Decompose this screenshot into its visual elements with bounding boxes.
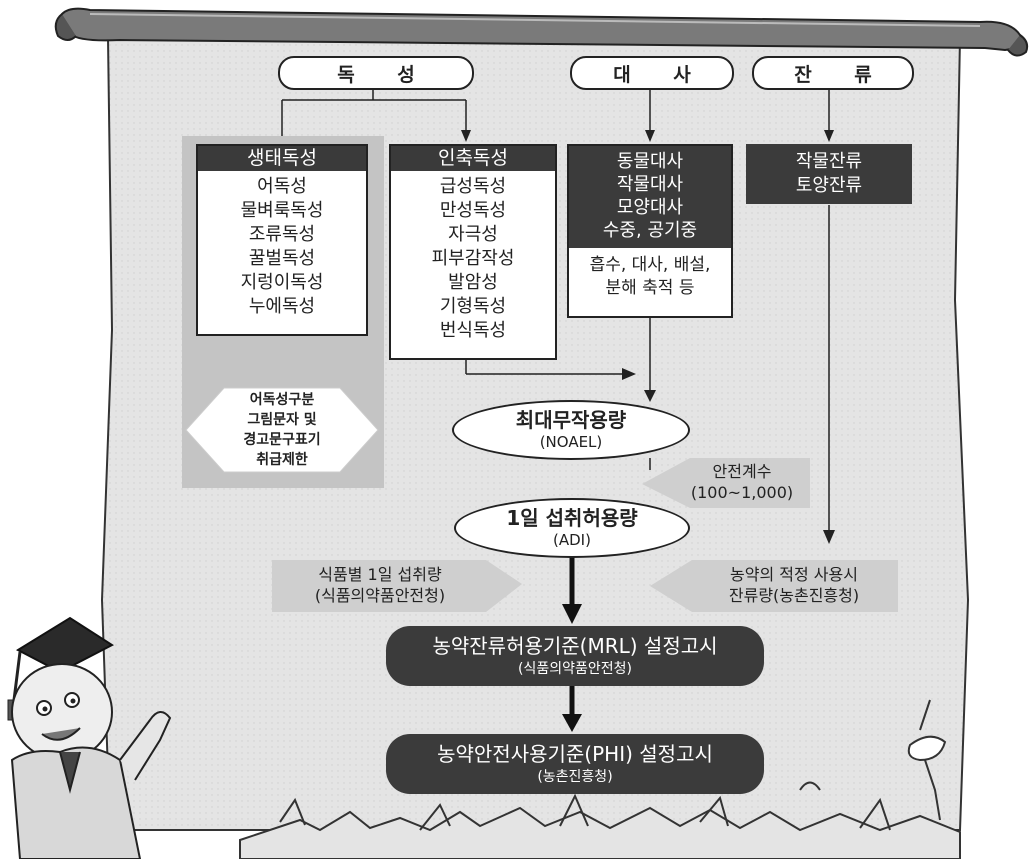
noael-title: 최대무작용량 [515, 408, 627, 432]
proper-use-source: 잔류량(농촌진흥청) [728, 586, 860, 605]
list-item: 모양대사 [616, 197, 684, 218]
proper-use-label: 농약의 적정 사용시 [730, 565, 858, 584]
list-item: 분해 축적 등 [605, 278, 695, 298]
outcome-hexagon [185, 387, 379, 473]
mrl-title: 농약잔류허용기준(MRL) 설정고시 [432, 634, 718, 658]
arrowheads [461, 130, 835, 544]
adi-title: 1일 섭취허용량 [506, 506, 638, 530]
outcome-line: 경고문구표기 [243, 432, 321, 448]
eco-toxicity-list: 어독성 물벼룩독성 조류독성 꿀벌독성 지렁이독성 누에독성 [198, 171, 366, 323]
list-item: 작물대사 [616, 174, 684, 195]
metabolism-process-list: 흡수, 대사, 배설, 분해 축적 등 [569, 248, 731, 306]
proper-use-text: 농약의 적정 사용시 잔류량(농촌진흥청) [696, 564, 892, 606]
safety-factor-range: (100~1,000) [690, 483, 794, 502]
list-item: 자극성 [448, 224, 498, 245]
outcome-line: 그림문자 및 [247, 412, 317, 428]
noael-sub: (NOAEL) [539, 433, 603, 451]
noael-ellipse: 최대무작용량 (NOAEL) [452, 400, 690, 460]
toxicity-header: 독 성 [278, 56, 474, 90]
list-item: 물벼룩독성 [240, 200, 324, 221]
proper-use-arrow [650, 560, 898, 612]
list-item: 번식독성 [439, 320, 507, 341]
eco-outcome-text: 어독성구분 그림문자 및 경고문구표기 취급제한 [206, 390, 358, 470]
eco-toxicity-title: 생태독성 [198, 146, 366, 171]
safety-factor-arrow [642, 458, 810, 508]
safety-factor-text: 안전계수 (100~1,000) [680, 461, 804, 503]
metabolism-dark-list: 동물대사 작물대사 모양대사 수중, 공기중 [569, 146, 731, 248]
list-item: 어독성 [257, 176, 307, 197]
list-item: 피부감작성 [431, 248, 515, 269]
list-item: 토양잔류 [795, 175, 863, 196]
list-item: 지렁이독성 [240, 272, 324, 293]
list-item: 작물잔류 [795, 151, 863, 172]
mrl-sub: (식품의약품안전청) [518, 661, 632, 677]
intake-source: (식품의약품안전청) [314, 586, 446, 605]
intake-text: 식품별 1일 섭취량 (식품의약품안전청) [282, 564, 478, 606]
human-toxicity-box: 인축독성 급성독성 만성독성 자극성 피부감작성 발암성 기형독성 번식독성 [389, 144, 557, 360]
adi-ellipse: 1일 섭취허용량 (ADI) [454, 498, 690, 558]
list-item: 조류독성 [248, 224, 316, 245]
adi-sub: (ADI) [553, 531, 591, 549]
metabolism-header: 대 사 [570, 56, 734, 90]
list-item: 기형독성 [439, 296, 507, 317]
human-toxicity-list: 급성독성 만성독성 자극성 피부감작성 발암성 기형독성 번식독성 [391, 171, 555, 347]
phi-box: 농약안전사용기준(PHI) 설정고시 (농촌진흥청) [386, 734, 764, 794]
grass [239, 806, 961, 859]
eco-toxicity-box: 생태독성 어독성 물벼룩독성 조류독성 꿀벌독성 지렁이독성 누에독성 [196, 144, 368, 336]
list-item: 꿀벌독성 [248, 248, 316, 269]
list-item: 동물대사 [616, 151, 684, 172]
residue-header: 잔 류 [752, 56, 914, 90]
list-item: 누에독성 [248, 296, 316, 317]
intake-arrow [272, 560, 522, 612]
outcome-line: 취급제한 [256, 452, 308, 468]
human-toxicity-title: 인축독성 [391, 146, 555, 171]
list-item: 수중, 공기중 [602, 220, 698, 241]
outcome-line: 어독성구분 [249, 392, 315, 408]
residue-box: 작물잔류 토양잔류 [746, 144, 912, 204]
mrl-box: 농약잔류허용기준(MRL) 설정고시 (식품의약품안전청) [386, 626, 764, 686]
list-item: 만성독성 [439, 200, 507, 221]
mascot-character [7, 616, 172, 859]
phi-title: 농약안전사용기준(PHI) 설정고시 [437, 742, 713, 766]
list-item: 급성독성 [439, 176, 507, 197]
safety-factor-label: 안전계수 [712, 462, 772, 481]
phi-sub: (농촌진흥청) [537, 769, 613, 785]
metabolism-box: 동물대사 작물대사 모양대사 수중, 공기중 흡수, 대사, 배설, 분해 축적… [567, 144, 733, 318]
list-item: 흡수, 대사, 배설, [589, 255, 711, 275]
intake-label: 식품별 1일 섭취량 [318, 565, 442, 584]
connector-lines [281, 86, 830, 540]
list-item: 발암성 [448, 272, 498, 293]
